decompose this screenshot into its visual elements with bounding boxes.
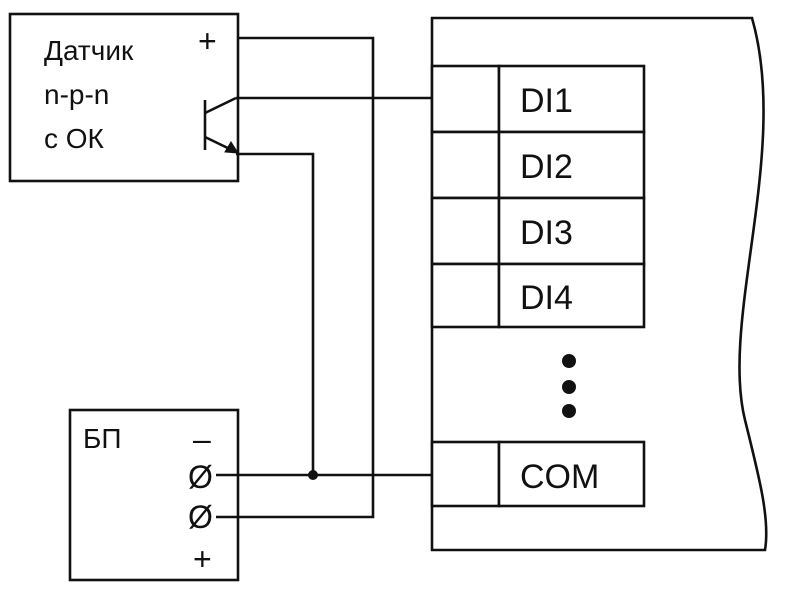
junction-dot	[308, 470, 318, 480]
sensor-label-line3: с ОК	[44, 123, 105, 154]
terminal-di4-label: DI4	[520, 279, 573, 317]
terminal-com-label: COM	[520, 458, 599, 496]
device-block: DI1 DI2 DI3 DI4 COM	[430, 16, 768, 552]
terminal-di1-label: DI1	[520, 82, 573, 120]
power-supply-terminal-minus: Ø	[188, 459, 213, 495]
power-supply-plus-sign: +	[193, 541, 212, 577]
terminal-di3: DI3	[430, 196, 646, 266]
sensor-label-line2: n-p-n	[44, 79, 109, 110]
sensor-label-line1: Датчик	[44, 35, 134, 66]
power-supply-box	[68, 408, 240, 582]
sensor-box	[8, 12, 240, 183]
power-supply-label: БП	[83, 423, 122, 454]
power-supply-minus-sign: –	[193, 421, 211, 457]
power-supply-block: БП – Ø Ø +	[68, 408, 240, 582]
terminal-di2: DI2	[430, 130, 646, 200]
wires	[216, 36, 432, 519]
terminal-com: COM	[430, 440, 646, 508]
ellipsis-dots-icon	[562, 354, 576, 418]
wire-sensor-common	[236, 152, 315, 475]
terminal-di4: DI4	[430, 262, 646, 329]
npn-transistor-icon	[203, 96, 239, 154]
sensor-block: Датчик n-p-n с ОК +	[8, 12, 240, 183]
terminal-di2-label: DI2	[520, 148, 573, 186]
sensor-plus-sign: +	[198, 23, 217, 59]
terminal-di1: DI1	[430, 64, 646, 134]
terminal-di3-label: DI3	[520, 214, 573, 252]
wire-supply-plus	[216, 36, 375, 519]
power-supply-terminal-plus: Ø	[188, 499, 213, 535]
